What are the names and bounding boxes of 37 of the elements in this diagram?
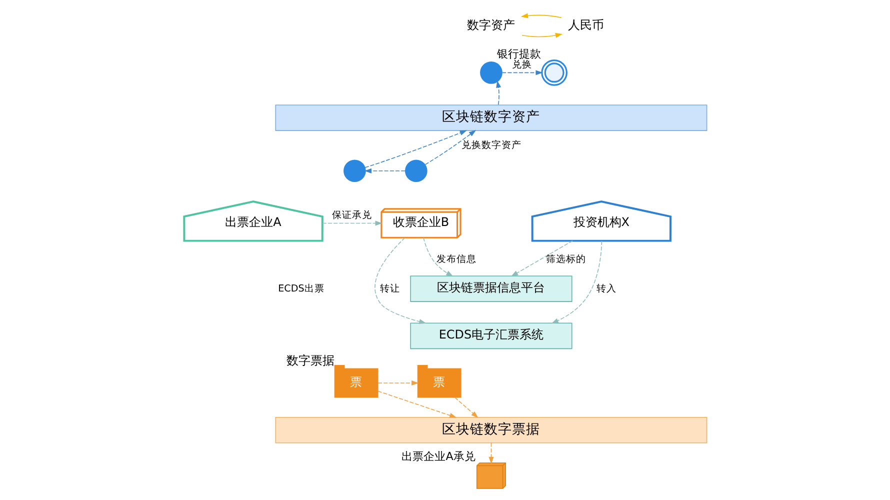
arrow [424, 130, 476, 165]
node-circle [540, 60, 567, 86]
arrow [364, 168, 405, 174]
edge-label: 转入 [596, 283, 616, 294]
node-box: 区块链数字票据 [274, 416, 707, 444]
label: ECDS出票 [278, 283, 324, 294]
node-label: 数字票据 [286, 354, 334, 368]
edge-label: 保证承兑 [331, 210, 372, 222]
node-box: ECDS电子汇票系统 [410, 322, 572, 350]
arrow [496, 80, 501, 106]
arrow [520, 13, 562, 18]
node-label: 出票企业A承兑 [401, 450, 475, 463]
arrow [488, 442, 494, 464]
node-text: 人民币 [568, 18, 604, 32]
node-circle [404, 160, 427, 182]
arrow [364, 130, 467, 168]
arrow [521, 32, 562, 38]
arrow [377, 390, 456, 418]
arrow [374, 237, 426, 324]
arrow [550, 240, 602, 324]
node-box: 区块链数字资产 [274, 104, 707, 131]
arrow [454, 397, 478, 418]
node-circle [343, 160, 366, 182]
node-label: 银行提款 [496, 47, 540, 60]
arrow [322, 220, 382, 226]
edge-label: 转让 [380, 283, 400, 294]
edge-label: 发布信息 [436, 254, 476, 266]
arrow [501, 70, 542, 76]
arrow [510, 240, 572, 277]
edge-label: 兑换 [511, 60, 532, 71]
arrow [422, 237, 453, 277]
arrow [377, 380, 418, 386]
edge-label: 筛选标的 [545, 254, 586, 266]
edge-label: 兑换数字资产 [461, 140, 522, 151]
node-text: 数字资产 [466, 18, 515, 32]
node-circle [480, 62, 502, 84]
node-box: 区块链票据信息平台 [410, 276, 572, 302]
